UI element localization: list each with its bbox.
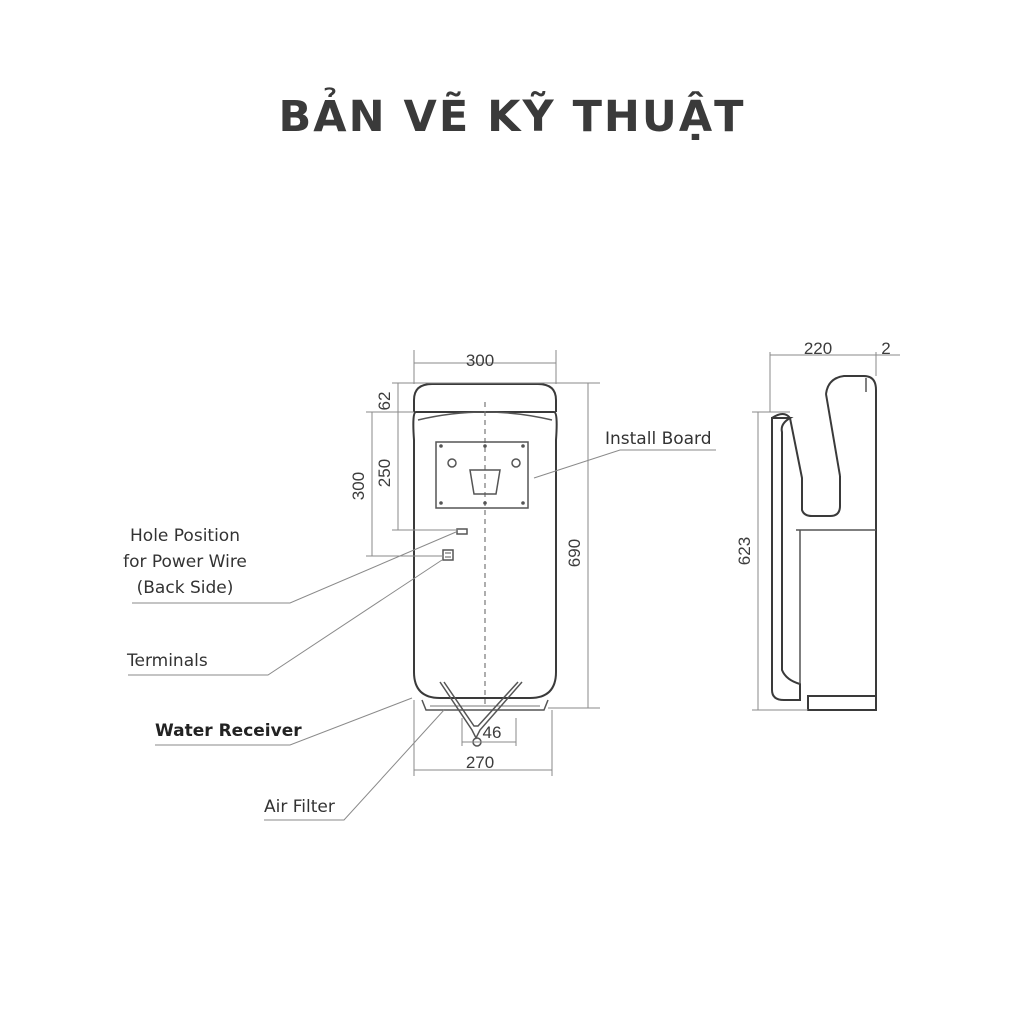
air-filter-inner — [443, 681, 519, 727]
terminals-box — [442, 549, 454, 561]
install-board-screw — [483, 501, 487, 505]
side-head-outline — [807, 375, 877, 711]
callout-water-receiver: Water Receiver — [155, 697, 413, 746]
dim-front-width-label: 300 — [466, 351, 494, 370]
install-board-screw — [521, 444, 525, 448]
callout-terminals: Terminals — [126, 559, 443, 676]
front-body-outline — [412, 411, 558, 699]
callout-water-receiver-label: Water Receiver — [155, 721, 302, 741]
power-wire-hole — [456, 528, 468, 535]
callout-hole-position: Hole Position for Power Wire (Back Side) — [123, 526, 457, 604]
dim-left-stack: 62 250 300 — [349, 382, 600, 557]
dim-hole-offset-label: 300 — [349, 472, 368, 500]
dim-bottom-width-label: 270 — [466, 753, 494, 772]
callout-install-board-label: Install Board — [605, 429, 712, 449]
install-board-cutout — [469, 469, 501, 495]
callout-hole-position-line1: Hole Position — [130, 526, 240, 546]
callout-hole-position-line2: for Power Wire — [123, 552, 247, 572]
dim-board-offset-label: 250 — [375, 459, 394, 487]
callout-install-board: Install Board — [533, 429, 716, 479]
callout-terminals-label: Terminals — [126, 651, 208, 671]
dim-front-height: 690 — [548, 383, 600, 709]
page-title: BẢN VẼ KỸ THUẬT — [278, 92, 746, 142]
dim-side-depth-label: 220 — [804, 339, 832, 358]
dim-side-depth: 220 2 — [769, 339, 900, 412]
install-board-screw — [439, 501, 443, 505]
install-board — [435, 441, 529, 509]
install-board-hole-left — [447, 458, 457, 468]
dim-filter-width-label: 46 — [483, 723, 502, 742]
dim-bottom-width: 270 — [413, 700, 553, 776]
front-top-cap — [413, 383, 557, 412]
dim-top-cap-label: 62 — [375, 392, 394, 411]
install-board-screw — [439, 444, 443, 448]
side-hand-slot — [771, 413, 841, 517]
install-board-screw — [483, 444, 487, 448]
callout-air-filter-label: Air Filter — [264, 797, 335, 817]
dim-front-height-label: 690 — [565, 539, 584, 567]
front-view — [412, 383, 558, 747]
install-board-hole-right — [511, 458, 521, 468]
side-head-front — [825, 393, 841, 477]
dim-filter-width: 46 — [461, 718, 517, 746]
install-board-screw — [521, 501, 525, 505]
callout-hole-position-line3: (Back Side) — [137, 578, 234, 598]
dim-side-height: 623 — [735, 411, 808, 711]
dim-side-gap-label: 2 — [881, 339, 890, 358]
water-receiver — [421, 699, 549, 711]
dim-side-height-label: 623 — [735, 537, 754, 565]
callout-air-filter: Air Filter — [264, 709, 445, 821]
side-view — [771, 375, 877, 711]
dim-front-width: 300 — [413, 350, 557, 384]
side-back-panel — [771, 417, 801, 701]
